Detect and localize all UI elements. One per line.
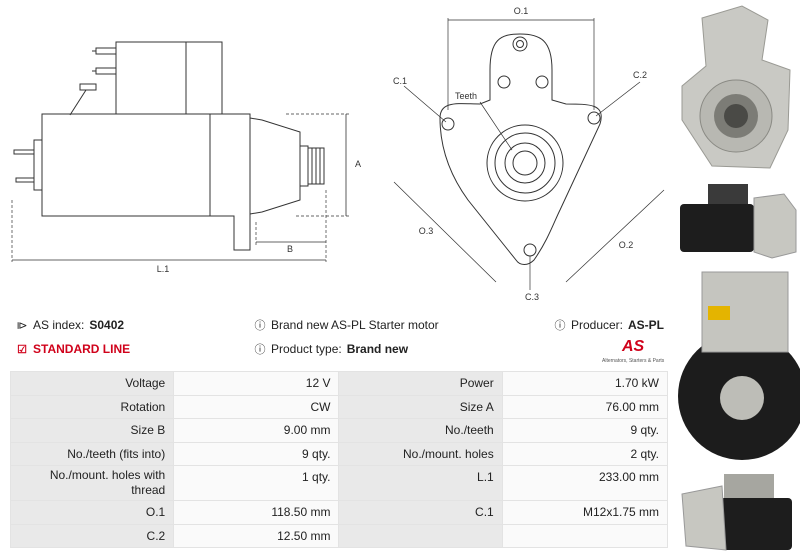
description-text: Brand new AS-PL Starter motor	[271, 318, 439, 332]
as-index-value: S0402	[89, 318, 125, 332]
info-row-1: ⧐ AS index: S0402 ⓘ Brand new AS-PL Star…	[12, 316, 672, 334]
dim-label-A: A	[355, 159, 361, 169]
spec-label: L.1	[338, 465, 503, 501]
as-index-label: AS index:	[33, 318, 85, 332]
spec-label: No./teeth (fits into)	[9, 441, 175, 466]
spec-value: 12 V	[173, 371, 340, 396]
dim-label-C3: C.3	[525, 292, 539, 302]
standard-line: ☑ STANDARD LINE	[16, 342, 130, 356]
product-type-label: Product type:	[271, 342, 342, 356]
table-row: No./teeth (fits into) 9 qty. No./mount. …	[9, 441, 669, 466]
table-row: Rotation CW Size A 76.00 mm	[9, 394, 669, 419]
producer: ⓘ Producer: AS-PL	[554, 317, 664, 333]
spec-label: O.1	[9, 500, 175, 525]
spec-value: 9 qty.	[173, 441, 340, 466]
info-icon: ⓘ	[254, 320, 266, 332]
dim-label-B: B	[287, 244, 293, 254]
table-row: Voltage 12 V Power 1.70 kW	[9, 371, 669, 396]
table-row: O.1 118.50 mm C.1 M12x1.75 mm	[9, 500, 669, 525]
dim-label-L1: L.1	[157, 264, 170, 274]
producer-label: Producer:	[570, 318, 623, 332]
info-icon: ⓘ	[254, 344, 266, 356]
spec-label: No./mount. holes	[338, 441, 503, 466]
product-photos	[678, 5, 800, 551]
table-row: C.2 12.50 mm	[9, 523, 669, 548]
product-type-value: Brand new	[346, 342, 409, 356]
photo-side-view	[680, 184, 797, 259]
spec-value: 76.00 mm	[501, 394, 669, 419]
logo-mark: AS Alternators, Starters & Parts	[602, 338, 665, 364]
spec-value: M12x1.75 mm	[501, 500, 669, 525]
spec-value: 1 qty.	[173, 465, 340, 501]
photo-front-housing	[680, 5, 792, 172]
spec-label: Size B	[9, 418, 175, 443]
spec-label: C.2	[9, 523, 175, 548]
producer-value: AS-PL	[628, 318, 664, 332]
info-icon: ⓘ	[554, 320, 566, 332]
spec-value: CW	[173, 394, 340, 419]
description: ⓘ Brand new AS-PL Starter motor	[254, 317, 439, 333]
tag-icon: ⧐	[16, 319, 28, 332]
spec-value: 233.00 mm	[501, 465, 669, 501]
spec-label: Power	[338, 371, 503, 396]
spec-label: No./teeth	[338, 418, 503, 443]
technical-drawing: L.1 B A O.1 C.1 C.2 Teeth O.3 O.2 C.3	[11, 6, 665, 302]
spec-value: 9 qty.	[501, 418, 669, 443]
spec-value: 118.50 mm	[173, 500, 340, 525]
as-index: ⧐ AS index: S0402	[16, 318, 125, 332]
as-pl-logo: AS Alternators, Starters & Parts	[600, 335, 668, 365]
dim-label-O3: O.3	[419, 226, 434, 236]
spec-label-line: thread	[131, 483, 166, 497]
info-row-2: ☑ STANDARD LINE ⓘ Product type: Brand ne…	[12, 340, 672, 358]
product-type: ⓘ Product type: Brand new	[254, 341, 409, 357]
dim-label-teeth: Teeth	[455, 91, 477, 101]
dim-label-C1: C.1	[393, 76, 407, 86]
dim-label-C2: C.2	[633, 70, 647, 80]
spec-table: Voltage 12 V Power 1.70 kW Rotation CW S…	[9, 371, 669, 548]
checkbox-icon: ☑	[17, 343, 27, 356]
spec-value: 12.50 mm	[173, 523, 340, 548]
spec-value: 2 qty.	[501, 441, 669, 466]
photo-angle-view	[681, 474, 792, 551]
spec-label: Rotation	[9, 394, 175, 419]
spec-value: 1.70 kW	[501, 371, 669, 396]
photo-rear-view	[678, 271, 800, 460]
dim-label-O2: O.2	[619, 240, 634, 250]
standard-line-label: STANDARD LINE	[33, 342, 131, 356]
spec-label: Size A	[338, 394, 503, 419]
spec-label-line: No./mount. holes with	[49, 468, 166, 482]
spec-label: Voltage	[9, 371, 175, 396]
dim-label-O1: O.1	[514, 6, 529, 16]
spec-value: 9.00 mm	[173, 418, 340, 443]
spec-label: C.1	[338, 500, 503, 525]
table-row: Size B 9.00 mm No./teeth 9 qty.	[9, 418, 669, 443]
spec-label	[338, 523, 503, 548]
logo-text: AS	[621, 338, 645, 355]
logo-caption: Alternators, Starters & Parts	[602, 358, 665, 364]
spec-value	[501, 523, 669, 548]
